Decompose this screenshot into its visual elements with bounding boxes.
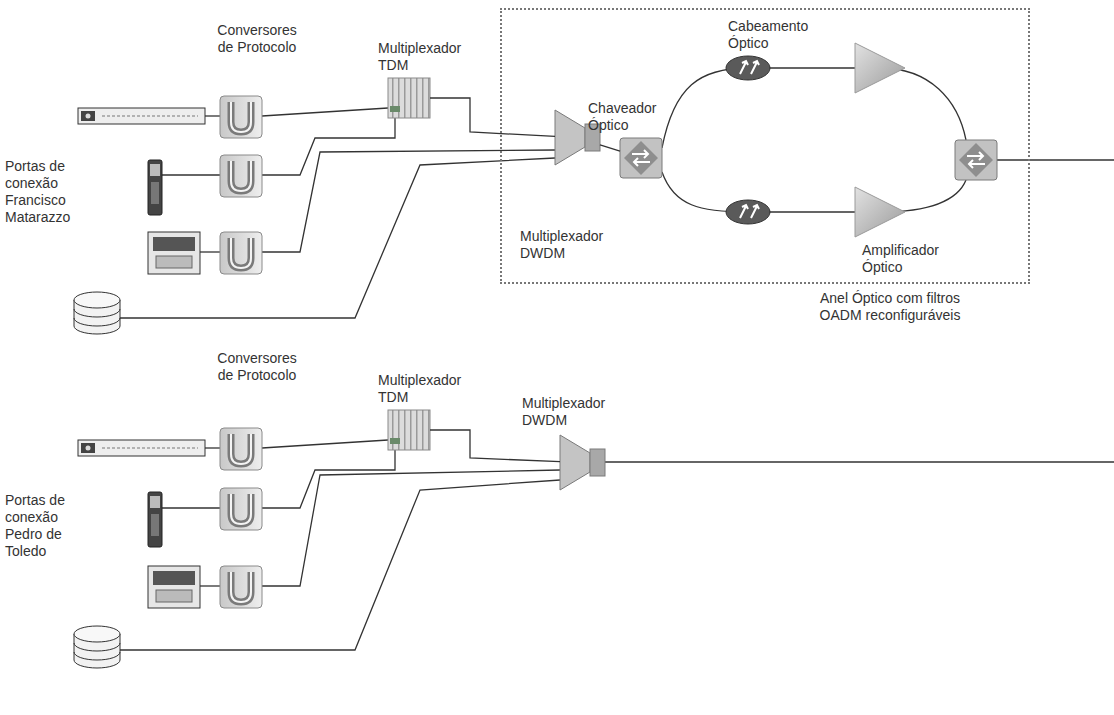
node-label: Multiplexador DWDM — [522, 395, 627, 429]
node-label: Cabeamento Óptico — [728, 18, 823, 52]
site-label: Portas de conexão Francisco Matarazzo — [5, 158, 85, 226]
site-label: Portas de conexão Pedro de Toledo — [5, 492, 85, 560]
tdm-multiplexer: Multiplexador TDM — [388, 78, 430, 118]
optical-amplifier: Amplificador Óptico — [855, 187, 905, 237]
node-label: Multiplexador TDM — [378, 40, 478, 74]
node-label: Chaveador Óptico — [588, 100, 662, 134]
optical-cabling: Cabeamento Óptico — [726, 56, 770, 80]
node-label: Multiplexador DWDM — [520, 228, 625, 262]
node-label: Multiplexador TDM — [378, 372, 478, 406]
optical-link — [430, 430, 560, 462]
optical-switch: Chaveador Óptico — [620, 138, 662, 178]
tdm-multiplexer: Multiplexador TDM — [388, 410, 430, 450]
dwdm-multiplexer: Multiplexador DWDM — [555, 110, 600, 165]
component-label: Conversores de Protocolo — [212, 350, 302, 384]
node-label: Amplificador Óptico — [862, 242, 957, 276]
node-label: Anel Óptico com filtros OADM reconfigurá… — [800, 290, 980, 324]
dwdm-multiplexer: Multiplexador DWDM — [560, 435, 605, 490]
component-label: Conversores de Protocolo — [212, 22, 302, 56]
optical-link — [430, 98, 555, 136]
optical-link — [600, 145, 620, 151]
